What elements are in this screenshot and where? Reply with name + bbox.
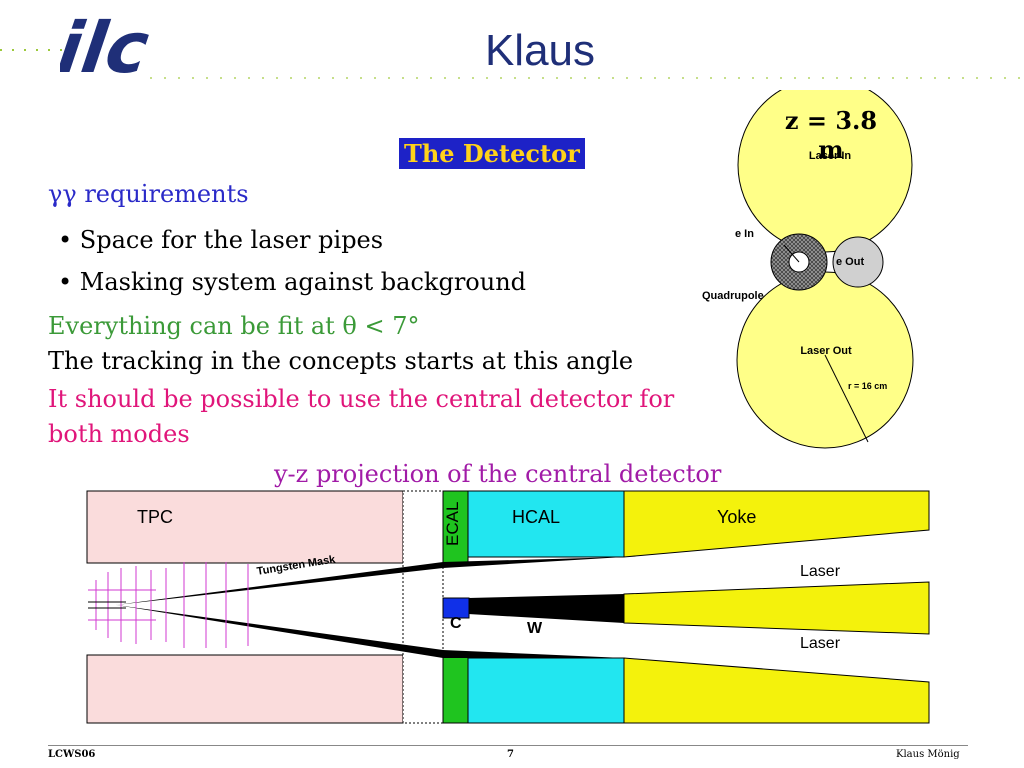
header-dotted-line [0, 49, 1024, 79]
slide-heading: The Detector [399, 138, 585, 169]
e-out-circle [832, 236, 884, 288]
c-label: C [450, 615, 462, 632]
bullet-item: • Masking system against background [58, 268, 527, 296]
detector-projection-diagram [86, 490, 930, 724]
radius-line [824, 354, 869, 443]
central-detector-line: It should be possible to use the central… [48, 385, 675, 413]
footer-page-number: 7 [507, 749, 514, 760]
tpc-label: TPC [137, 507, 173, 527]
laser-in-label: Laser In [808, 150, 852, 162]
laser-out-label: Laser Out [800, 345, 852, 357]
yoke-upper-block [623, 490, 930, 558]
hcal-lower-block [467, 657, 625, 724]
vertex-detector-layers [88, 562, 249, 648]
tpc-lower-block [86, 654, 404, 724]
beampipe [88, 601, 126, 609]
bullet-item: • Space for the laser pipes [58, 226, 384, 254]
hcal-label: HCAL [512, 507, 561, 527]
fit-angle-line: Everything can be fit at θ < 7° [48, 312, 420, 340]
beam-crosssection-diagram [736, 90, 914, 449]
footer-divider [48, 745, 968, 746]
bullet-text: Masking system against background [79, 268, 527, 296]
central-detector-line-cont: both modes [48, 420, 190, 448]
e-out-label: e Out [836, 256, 865, 268]
projection-title: y-z projection of the central detector [274, 460, 722, 488]
w-label: W [527, 620, 543, 637]
w-mask-block [468, 594, 624, 623]
ecal-upper-block [442, 490, 469, 564]
c-block [442, 597, 470, 619]
yoke-lower-block [623, 657, 930, 724]
quadrupole-label: Quadrupole [702, 290, 764, 302]
tpc-upper-block [86, 490, 404, 564]
hcal-upper-block [467, 490, 625, 558]
ecal-lower-block [442, 654, 469, 724]
gg-requirements-label: γγ requirements [48, 180, 249, 208]
slide-title: Klaus [484, 26, 596, 75]
ilc-logo: ilc [60, 8, 150, 80]
yoke-label: Yoke [717, 507, 757, 527]
logo-text: ilc [60, 8, 150, 80]
laser-cone-middle [623, 581, 930, 635]
z-position-label: z = 3.8 m [784, 106, 878, 164]
ecal-label: ECAL [443, 501, 462, 546]
laser-bottom-label: Laser [800, 635, 841, 652]
bullet-text: Space for the laser pipes [79, 226, 384, 254]
tracking-line: The tracking in the concepts starts at t… [48, 347, 634, 375]
laser-top-label: Laser [800, 563, 841, 580]
footer-author: Klaus Mönig [896, 749, 960, 760]
e-in-label: e In [735, 228, 754, 240]
coil-gap [402, 490, 444, 724]
radius-label: r = 16 cm [848, 381, 888, 391]
footer-conference: LCWS06 [48, 749, 96, 760]
